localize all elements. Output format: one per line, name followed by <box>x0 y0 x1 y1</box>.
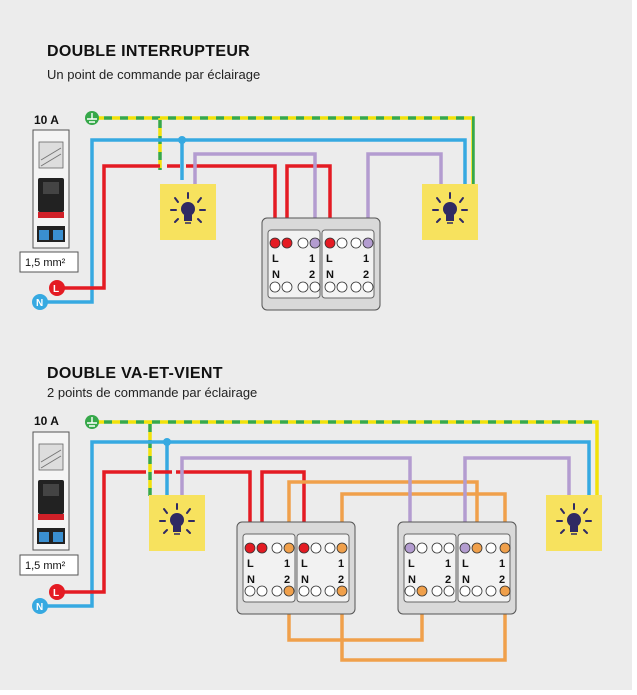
phase-wire-switch <box>186 164 277 242</box>
breaker-2 <box>32 431 70 551</box>
sw1a-1: 1 <box>309 253 315 265</box>
neutral-wire-2 <box>40 440 591 608</box>
section-2-subtitle: 2 points de commande par éclairage <box>47 385 258 400</box>
phase-bridge-2 <box>260 470 306 547</box>
switch-return-2b <box>463 456 571 547</box>
svg-text:1: 1 <box>284 558 290 570</box>
breaker-1 <box>32 129 70 249</box>
lamp-3-icon <box>148 494 206 552</box>
neutral-marker-2 <box>32 598 48 614</box>
cable-section-1-box <box>19 251 79 273</box>
sw1a-N: N <box>272 269 280 281</box>
svg-text:L: L <box>462 558 469 570</box>
sw1b-N: N <box>326 269 334 281</box>
traveler-wire-c <box>287 592 424 642</box>
earth-wire <box>95 116 475 200</box>
svg-text:N: N <box>462 574 470 586</box>
neutral-wire <box>40 138 467 304</box>
earth-wire-2 <box>95 420 599 498</box>
lamp-1-icon <box>159 183 217 241</box>
switch-return-2a <box>180 456 412 547</box>
svg-text:L: L <box>53 588 59 599</box>
phase-wire <box>60 164 160 290</box>
lamp-2-icon <box>421 183 479 241</box>
svg-text:N: N <box>247 574 255 586</box>
double-switch-1: L 1 N 2 L 1 N 2 <box>261 217 381 311</box>
traveler-wire-d <box>340 592 507 662</box>
sw1b-L: L <box>326 253 333 265</box>
cable-section-1: 1,5 mm² <box>25 257 66 269</box>
cable-section-2: 1,5 mm² <box>25 560 66 572</box>
sw1a-L: L <box>272 253 279 265</box>
svg-text:L: L <box>408 558 415 570</box>
cable-section-2-box <box>19 554 79 576</box>
phase-marker-1 <box>49 280 65 296</box>
section-1-diagram: L 1 N 2 L 1 N 2 10 A 1,5 mm² L N <box>19 111 479 311</box>
neutral-junction <box>178 136 186 144</box>
svg-text:2: 2 <box>499 574 505 586</box>
svg-text:2: 2 <box>445 574 451 586</box>
breaker-2-rating: 10 A <box>34 414 59 428</box>
svg-text:1: 1 <box>338 558 344 570</box>
svg-text:L: L <box>53 284 59 295</box>
switch-return-2 <box>366 152 443 242</box>
svg-text:L: L <box>301 558 308 570</box>
phase-marker-2 <box>49 584 65 600</box>
phase-bridge <box>285 164 332 242</box>
neutral-marker-1 <box>32 294 48 310</box>
svg-text:N: N <box>36 602 43 613</box>
svg-text:2: 2 <box>338 574 344 586</box>
lamp-4-icon <box>545 494 603 552</box>
sw1a-2: 2 <box>309 269 315 281</box>
traveler-wire-a <box>287 480 479 547</box>
svg-text:N: N <box>301 574 309 586</box>
section-2-diagram: L 1 N 2 L 1 N 2 <box>19 414 603 662</box>
section-2-title: DOUBLE VA-ET-VIENT <box>47 365 223 382</box>
phase-wire-2 <box>60 470 146 594</box>
section-1-subtitle: Un point de commande par éclairage <box>47 67 261 82</box>
svg-text:N: N <box>408 574 416 586</box>
svg-text:N: N <box>36 298 43 309</box>
double-switch-2a: L 1 N 2 L 1 N 2 <box>236 521 356 615</box>
sw1b-1: 1 <box>363 253 369 265</box>
svg-text:L: L <box>247 558 254 570</box>
svg-text:2: 2 <box>284 574 290 586</box>
switch-return-1 <box>193 152 317 242</box>
svg-text:1: 1 <box>499 558 505 570</box>
sw1b-2: 2 <box>363 269 369 281</box>
svg-text:1: 1 <box>445 558 451 570</box>
section-1-title: DOUBLE INTERRUPTEUR <box>47 43 251 60</box>
double-switch-2b: L 1 N 2 L 1 N 2 <box>397 521 517 615</box>
traveler-wire-b <box>340 492 507 547</box>
breaker-1-rating: 10 A <box>34 113 59 127</box>
